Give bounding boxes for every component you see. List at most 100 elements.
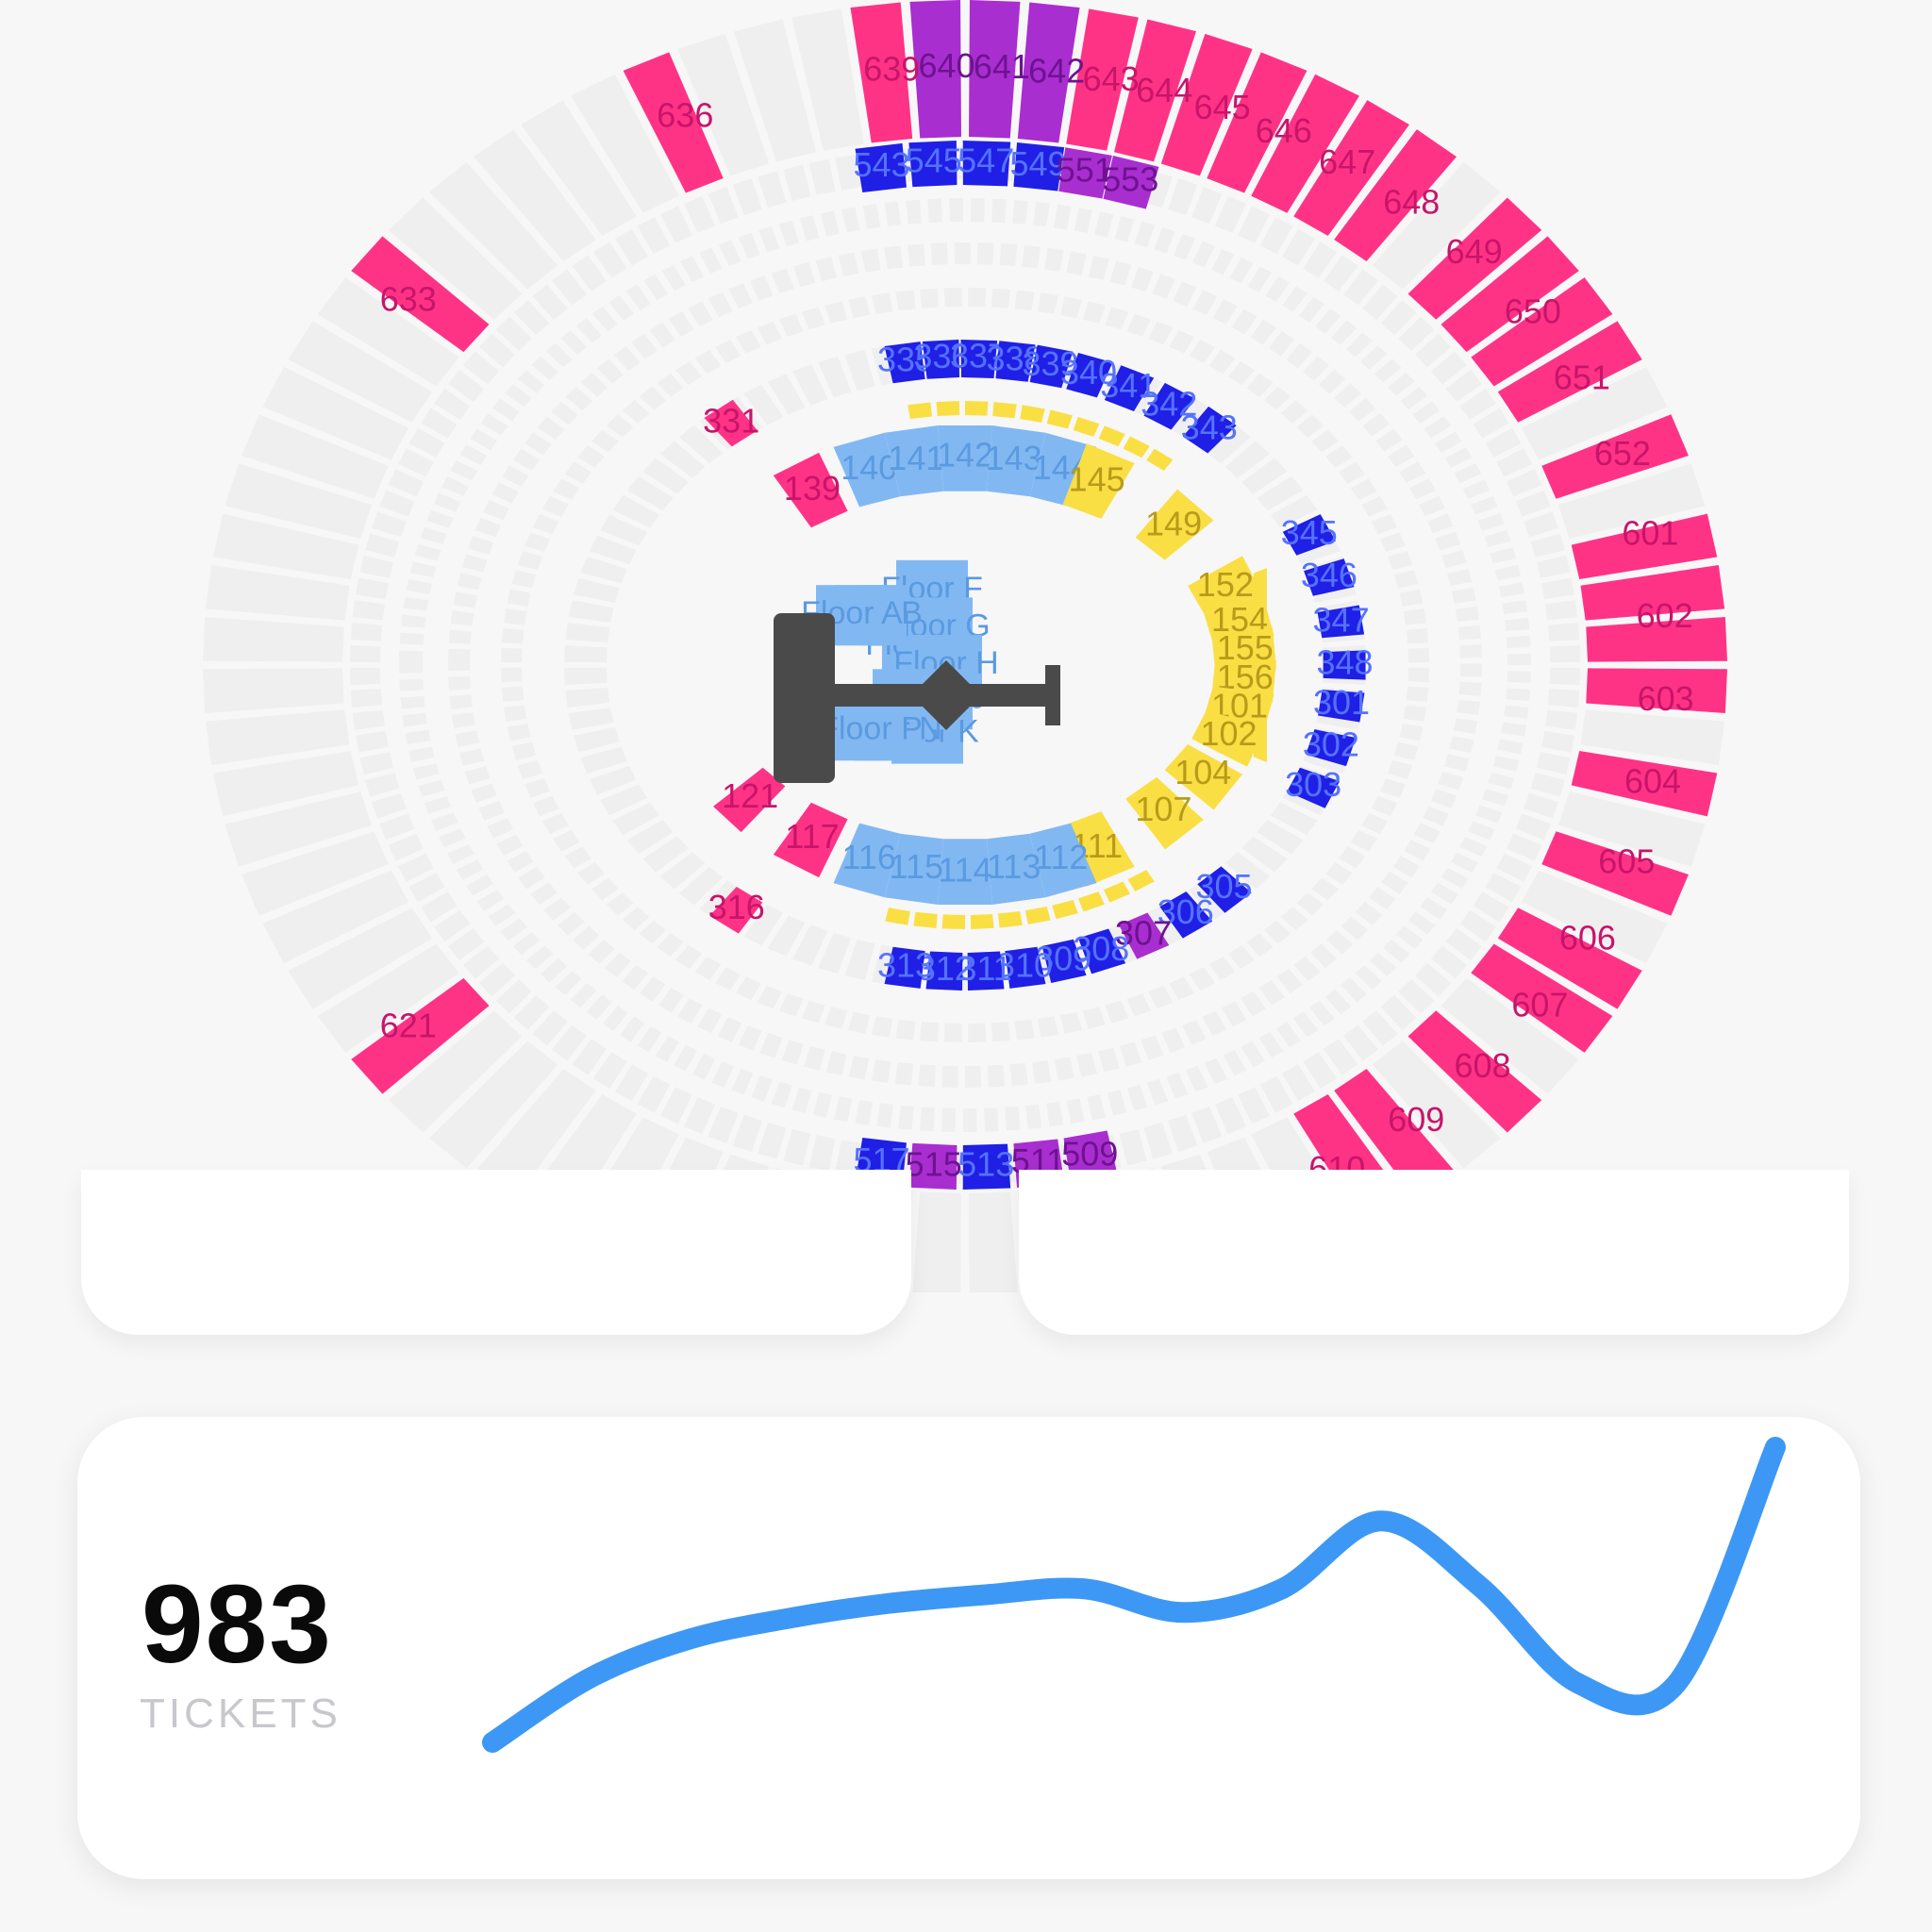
section-639[interactable] [850, 2, 913, 143]
section-602[interactable] [1580, 564, 1725, 621]
section-551[interactable] [1058, 147, 1112, 199]
section-650[interactable] [1441, 236, 1579, 353]
section-547[interactable] [962, 141, 1011, 187]
section-142[interactable] [938, 425, 992, 491]
section-116[interactable] [833, 823, 901, 898]
row-block [1280, 400, 1308, 424]
section-114[interactable] [938, 839, 992, 906]
section-107[interactable] [1125, 776, 1204, 850]
section-652[interactable] [1541, 414, 1689, 499]
section-607[interactable] [1471, 943, 1613, 1053]
section-603[interactable] [1586, 668, 1727, 714]
section-340[interactable] [1066, 353, 1113, 398]
row-block [1471, 495, 1498, 515]
section-113[interactable] [987, 833, 1046, 906]
section-316[interactable] [709, 887, 763, 934]
section-649[interactable] [1407, 197, 1542, 320]
section-label-107: 107 [1135, 790, 1191, 828]
section-636[interactable] [623, 52, 724, 193]
section-549[interactable] [1013, 142, 1065, 192]
section-301[interactable] [1318, 690, 1365, 723]
section-335[interactable] [884, 341, 925, 384]
section-104[interactable] [1164, 743, 1243, 810]
section-310[interactable] [1005, 946, 1046, 989]
section-312[interactable] [925, 951, 963, 991]
section-112[interactable] [1029, 823, 1097, 898]
section-307[interactable] [1118, 912, 1170, 959]
section-306[interactable] [1159, 891, 1213, 939]
section-117[interactable] [773, 802, 848, 878]
section-342[interactable] [1143, 382, 1196, 430]
section-101[interactable] [1204, 686, 1274, 736]
section-515[interactable] [908, 1142, 958, 1190]
section-646[interactable] [1251, 74, 1359, 213]
floor-p[interactable] [835, 700, 907, 761]
section-309[interactable] [1041, 939, 1087, 983]
section-643[interactable] [1066, 8, 1139, 151]
section-338[interactable] [995, 341, 1036, 382]
section-650[interactable] [1471, 277, 1613, 387]
row-block [1074, 208, 1092, 234]
section-139[interactable] [773, 452, 848, 528]
section-647[interactable] [1293, 100, 1409, 236]
section-145[interactable] [1062, 443, 1135, 519]
section-141[interactable] [884, 425, 943, 497]
section-345[interactable] [1282, 514, 1336, 556]
section-601[interactable] [1571, 513, 1718, 580]
section-336[interactable] [922, 340, 960, 379]
section-331[interactable] [704, 399, 758, 447]
section-348[interactable] [1323, 650, 1366, 680]
section-640[interactable] [909, 0, 961, 139]
section-115[interactable] [884, 833, 943, 906]
row-block [409, 561, 437, 578]
section-543[interactable] [855, 142, 907, 193]
section-305[interactable] [1197, 866, 1252, 913]
section-644[interactable] [1113, 19, 1196, 162]
section-604[interactable] [1571, 750, 1718, 817]
section-648[interactable] [1334, 129, 1457, 261]
section-140[interactable] [833, 432, 901, 508]
ticket-stats-card[interactable]: 983 TICKETS [77, 1417, 1860, 1879]
section-303[interactable] [1287, 767, 1341, 808]
section-155[interactable] [1211, 627, 1276, 670]
section-646[interactable] [1207, 52, 1307, 193]
section-347[interactable] [1317, 605, 1365, 639]
section-337[interactable] [960, 340, 998, 378]
section-102[interactable] [1191, 709, 1266, 767]
section-553[interactable] [1103, 156, 1159, 209]
section-152[interactable] [1188, 556, 1263, 614]
section-608[interactable] [1407, 1010, 1542, 1133]
section-unavailable [1324, 255, 1358, 291]
section-651[interactable] [1497, 321, 1642, 423]
section-513[interactable] [962, 1143, 1011, 1190]
section-302[interactable] [1306, 729, 1357, 767]
section-unavailable [677, 33, 770, 176]
section-346[interactable] [1304, 558, 1355, 596]
section-605[interactable] [1541, 831, 1689, 916]
section-144[interactable] [1029, 432, 1097, 508]
section-341[interactable] [1104, 365, 1155, 411]
row-block [1308, 1000, 1336, 1026]
section-545[interactable] [908, 141, 958, 188]
section-149[interactable] [1135, 489, 1214, 560]
section-642[interactable] [1017, 2, 1080, 143]
section-313[interactable] [884, 946, 925, 989]
section-609[interactable] [1334, 1069, 1457, 1201]
section-143[interactable] [987, 425, 1046, 497]
section-621[interactable] [351, 977, 490, 1094]
section-509[interactable] [1063, 1130, 1118, 1182]
section-label-642: 642 [1028, 51, 1085, 90]
section-641[interactable] [969, 0, 1021, 139]
section-645[interactable] [1160, 33, 1253, 176]
section-339[interactable] [1029, 344, 1074, 389]
section-343[interactable] [1182, 406, 1237, 454]
section-308[interactable] [1077, 928, 1126, 974]
section-602[interactable] [1586, 616, 1727, 662]
section-606[interactable] [1497, 908, 1642, 1009]
section-633[interactable] [351, 236, 490, 353]
section-121[interactable] [713, 767, 786, 833]
section-311[interactable] [967, 951, 1005, 991]
row-block [1126, 313, 1151, 337]
